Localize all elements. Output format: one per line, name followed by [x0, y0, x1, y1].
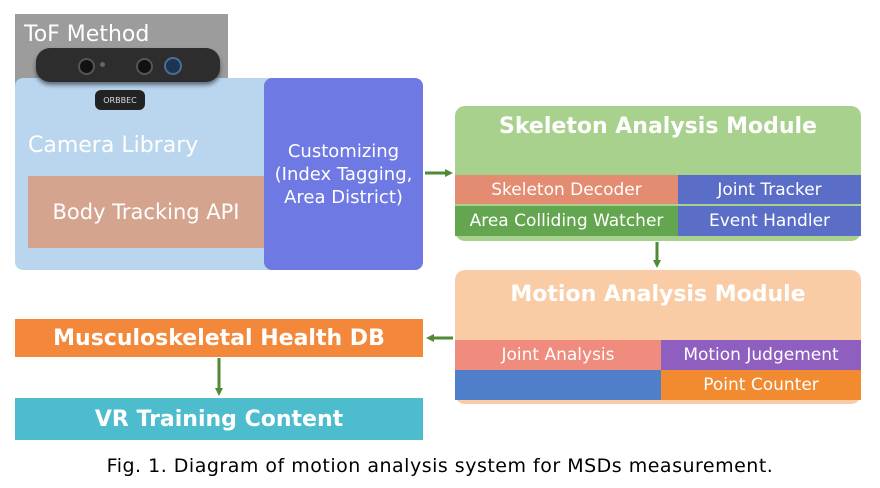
empty-cell [455, 370, 661, 400]
joint-analysis-cell: Joint Analysis [455, 340, 661, 370]
motion-judgement-cell: Motion Judgement [661, 340, 861, 370]
customizing-box: Customizing (Index Tagging, Area Distric… [264, 78, 423, 270]
point-counter-cell: Point Counter [661, 370, 861, 400]
customizing-line: Customizing [287, 140, 400, 162]
tof-method-title: ToF Method [24, 22, 150, 47]
motion-module-title: Motion Analysis Module [510, 282, 806, 307]
event-handler-cell: Event Handler [678, 206, 861, 236]
joint-tracker-cell: Joint Tracker [678, 175, 861, 204]
health-db-box: Musculoskeletal Health DB [15, 319, 423, 357]
area-colliding-watcher-cell: Area Colliding Watcher [455, 206, 678, 236]
customizing-line: Area District) [284, 186, 403, 208]
customizing-line: (Index Tagging, [274, 163, 413, 185]
figure-caption: Fig. 1. Diagram of motion analysis syste… [106, 455, 774, 477]
skeleton-module-title: Skeleton Analysis Module [499, 114, 817, 139]
body-tracking-api-box: Body Tracking API [28, 176, 264, 248]
camera-brand-label: ORBBEC [95, 90, 145, 110]
skeleton-decoder-cell: Skeleton Decoder [455, 175, 678, 204]
camera-library-label: Camera Library [28, 133, 199, 158]
camera-device-icon [36, 48, 220, 82]
vr-training-content-box: VR Training Content [15, 398, 423, 440]
